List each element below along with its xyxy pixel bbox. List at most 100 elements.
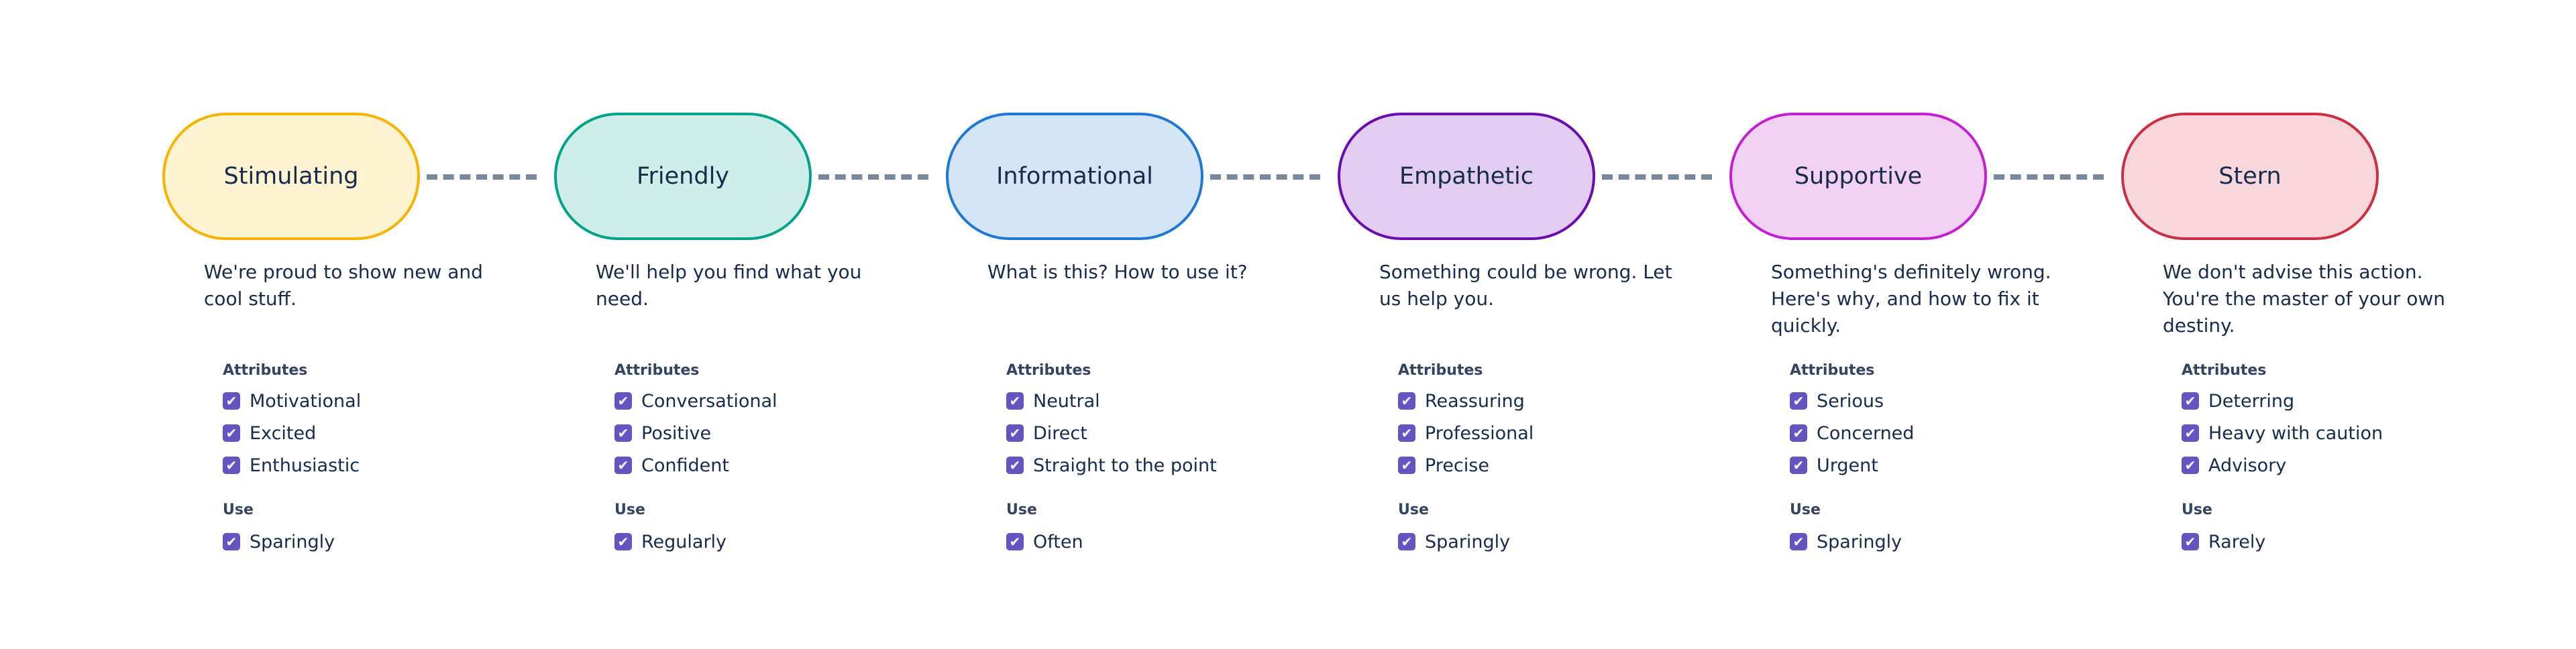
attribute-item: ✔Urgent	[1790, 449, 1914, 481]
checkbox-checked-icon: ✔	[2182, 533, 2199, 550]
attribute-item: ✔ Neutral	[1006, 385, 1217, 417]
use-item-label: Sparingly	[1425, 531, 1511, 552]
dashed-connector	[818, 174, 928, 180]
attribute-item-label: Serious	[1817, 390, 1884, 412]
use-item: ✔ Sparingly	[1398, 526, 1510, 558]
checkbox-checked-icon: ✔	[614, 533, 632, 550]
attributes-list: ✔ Neutral ✔ Direct ✔ Straight to the point	[1006, 385, 1217, 481]
tone-label: Empathetic	[1399, 163, 1534, 190]
tone-pill-stern: Stern	[2121, 113, 2379, 240]
use-item-label: Sparingly	[250, 531, 335, 552]
use-item-label: Often	[1033, 531, 1083, 552]
use-list: ✔ Sparingly	[1398, 526, 1510, 558]
checkbox-checked-icon: ✔	[1006, 457, 1024, 474]
tone-pill-supportive: Supportive	[1729, 113, 1987, 240]
checkbox-checked-icon: ✔	[2182, 424, 2199, 442]
attribute-item: ✔ Direct	[1006, 417, 1217, 449]
use-item-label: Sparingly	[1817, 531, 1902, 552]
checkbox-checked-icon: ✔	[614, 424, 632, 442]
use-list: ✔ Often	[1006, 526, 1083, 558]
tone-pill-stimulating: Stimulating	[162, 113, 420, 240]
attributes-list: ✔Deterring ✔ Heavy with caution ✔ Advisory	[2182, 385, 2383, 481]
attribute-item: ✔ Professional	[1398, 417, 1534, 449]
checkbox-checked-icon: ✔	[223, 457, 240, 474]
use-item-label: Regularly	[641, 531, 727, 552]
checkbox-checked-icon: ✔	[1790, 424, 1807, 442]
dashed-connector	[1210, 174, 1320, 180]
attribute-item: ✔Conversational	[614, 385, 777, 417]
checkbox-checked-icon: ✔	[2182, 457, 2199, 474]
attribute-item-label: Confident	[641, 455, 729, 476]
use-list: ✔ Sparingly	[1790, 526, 1902, 558]
attributes-list: ✔Reassuring✔Professional✔Precise	[1398, 385, 1534, 481]
attribute-item-label: Heavy with caution	[2208, 422, 2383, 444]
use-heading: Use	[1006, 501, 1037, 518]
attribute-item: ✔ Heavy with caution	[2182, 417, 2383, 449]
attribute-item-label: Enthusiastic	[250, 455, 360, 476]
dashed-connector	[427, 174, 537, 180]
tone-stern: Stern We don't advise this action. You're…	[2121, 0, 2497, 649]
tone-pill-informational: Informational	[946, 113, 1203, 240]
checkbox-checked-icon: ✔	[1006, 424, 1024, 442]
attribute-item-label: Reassuring	[1425, 390, 1525, 412]
tone-label: Stimulating	[223, 163, 359, 190]
checkbox-checked-icon: ✔	[1398, 424, 1415, 442]
attribute-item-label: Neutral	[1033, 390, 1100, 412]
attribute-item-label: Conversational	[641, 390, 777, 412]
use-list: ✔Rarely	[2182, 526, 2265, 558]
attribute-item-label: Motivational	[250, 390, 362, 412]
attribute-item: ✔Deterring	[2182, 385, 2383, 417]
attribute-item-label: Excited	[250, 422, 317, 444]
attribute-item-label: Professional	[1425, 422, 1534, 444]
checkbox-checked-icon: ✔	[614, 457, 632, 474]
attributes-list: ✔Motivational ✔ Excited ✔ Enthusiastic	[223, 385, 361, 481]
use-item: ✔Rarely	[2182, 526, 2265, 558]
attribute-item: ✔Positive	[614, 417, 777, 449]
checkbox-checked-icon: ✔	[1790, 533, 1807, 550]
attribute-item: ✔ Confident	[614, 449, 777, 481]
tone-label: Supportive	[1794, 163, 1923, 190]
attribute-item-label: Straight to the point	[1033, 455, 1217, 476]
use-heading: Use	[1398, 501, 1429, 518]
attribute-item-label: Advisory	[2208, 455, 2287, 476]
checkbox-checked-icon: ✔	[1398, 457, 1415, 474]
attribute-item: ✔ Precise	[1398, 449, 1534, 481]
tone-description: What is this? How to use it?	[987, 261, 1248, 283]
attributes-heading: Attributes	[1006, 362, 1091, 379]
attribute-item: ✔ Excited	[223, 417, 361, 449]
use-list: ✔ Regularly	[614, 526, 727, 558]
use-item: ✔ Often	[1006, 526, 1083, 558]
use-item: ✔ Sparingly	[1790, 526, 1902, 558]
use-heading: Use	[614, 501, 645, 518]
attributes-heading: Attributes	[2182, 362, 2267, 379]
attribute-item: ✔ Enthusiastic	[223, 449, 361, 481]
tone-description: We'll help you find what you need.	[596, 261, 862, 310]
attribute-item-label: Direct	[1033, 422, 1087, 444]
use-item: ✔ Regularly	[614, 526, 727, 558]
tone-pill-empathetic: Empathetic	[1338, 113, 1595, 240]
checkbox-checked-icon: ✔	[223, 533, 240, 550]
attribute-item-label: Precise	[1425, 455, 1489, 476]
dashed-connector	[1994, 174, 2104, 180]
attribute-item: ✔Motivational	[223, 385, 361, 417]
tone-description: Something's definitely wrong. Here's why…	[1771, 261, 2051, 337]
checkbox-checked-icon: ✔	[223, 424, 240, 442]
tone-description: We're proud to show new and cool stuff.	[204, 261, 483, 310]
attributes-list: ✔Conversational✔Positive✔Confident	[614, 385, 777, 481]
attribute-item: ✔ Advisory	[2182, 449, 2383, 481]
checkbox-checked-icon: ✔	[1790, 457, 1807, 474]
use-list: ✔ Sparingly	[223, 526, 335, 558]
attribute-item: ✔ Straight to the point	[1006, 449, 1217, 481]
use-heading: Use	[1790, 501, 1821, 518]
attribute-item: ✔Serious	[1790, 385, 1914, 417]
tone-description: Something could be wrong. Let us help yo…	[1379, 261, 1672, 310]
checkbox-checked-icon: ✔	[1398, 533, 1415, 550]
tone-description: We don't advise this action. You're the …	[2163, 261, 2445, 337]
checkbox-checked-icon: ✔	[1006, 533, 1024, 550]
checkbox-checked-icon: ✔	[1006, 392, 1024, 410]
